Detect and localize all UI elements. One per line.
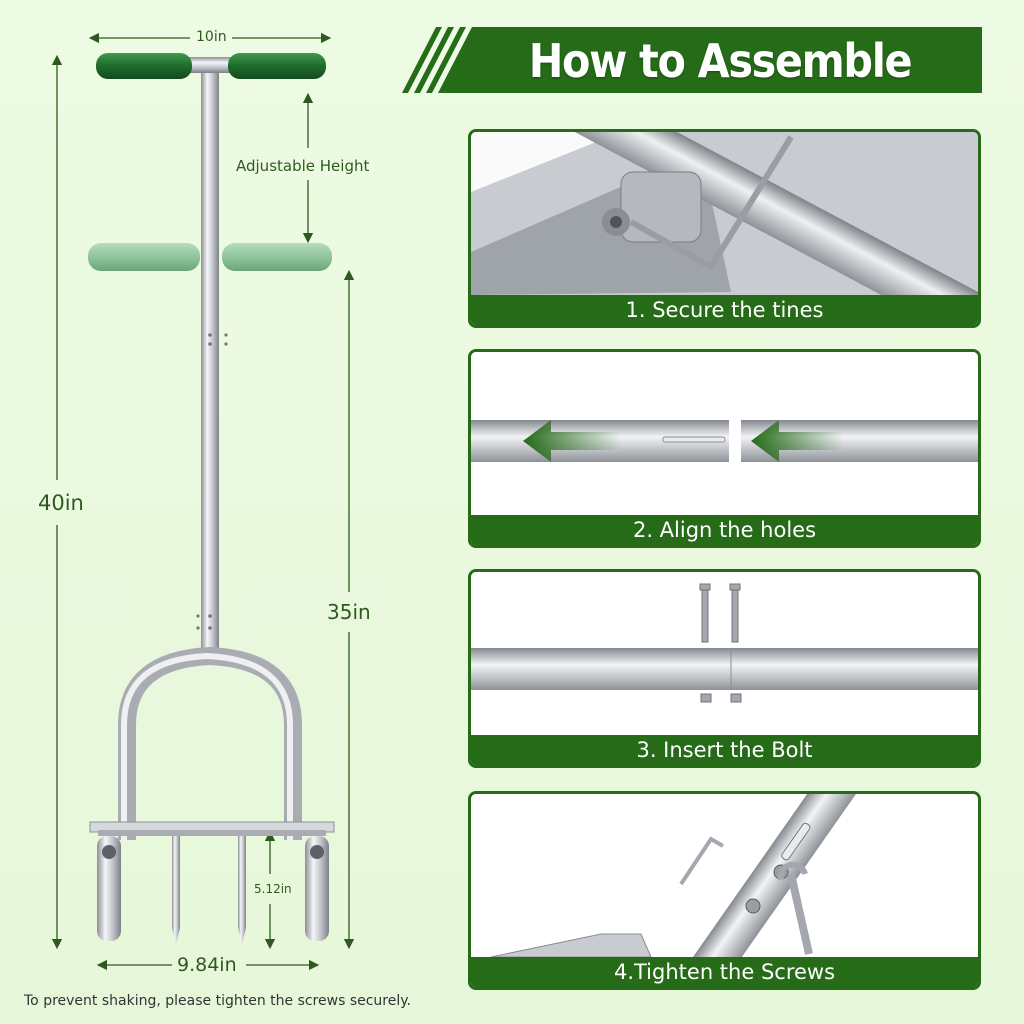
top-grip-left bbox=[96, 53, 192, 79]
aerator-diagram bbox=[51, 32, 355, 971]
step-card-2: 2. Align the holes bbox=[468, 349, 981, 548]
step-card-1: 1. Secure the tines bbox=[468, 129, 981, 328]
low-grip-left bbox=[88, 243, 200, 271]
bolts-photo bbox=[471, 572, 978, 735]
step-caption-3: 3. Insert the Bolt bbox=[471, 735, 978, 765]
handle-height-dimension: 35in bbox=[327, 600, 371, 624]
tine-length-dimension: 5.12in bbox=[254, 882, 292, 896]
top-grip-right bbox=[228, 53, 326, 79]
shaft bbox=[201, 70, 219, 660]
shaft-holes bbox=[196, 333, 228, 630]
inner-tines bbox=[172, 836, 246, 944]
step-card-4: 4.Tighten the Screws bbox=[468, 791, 981, 990]
step-card-3: 3. Insert the Bolt bbox=[468, 569, 981, 768]
t-bar bbox=[188, 57, 232, 73]
dimension-lines bbox=[51, 32, 355, 971]
title-banner bbox=[402, 27, 982, 93]
page-title: How to Assemble bbox=[528, 34, 913, 88]
total-height-dimension: 40in bbox=[38, 491, 84, 515]
adjustable-height-label: Adjustable Height bbox=[236, 157, 370, 175]
tines-closeup-photo bbox=[471, 132, 978, 295]
step-caption-1: 1. Secure the tines bbox=[471, 295, 978, 325]
base-width-dimension: 9.84in bbox=[177, 954, 237, 976]
width-dimension: 10in bbox=[196, 29, 227, 45]
step-caption-2: 2. Align the holes bbox=[471, 515, 978, 545]
step-caption-4: 4.Tighten the Screws bbox=[471, 957, 978, 987]
u-frame bbox=[118, 646, 302, 840]
footnote: To prevent shaking, please tighten the s… bbox=[24, 993, 411, 1009]
low-grip-right bbox=[222, 243, 332, 271]
align-arrows-photo bbox=[471, 352, 978, 515]
wrench-photo bbox=[471, 794, 978, 957]
outer-tines bbox=[97, 836, 329, 941]
